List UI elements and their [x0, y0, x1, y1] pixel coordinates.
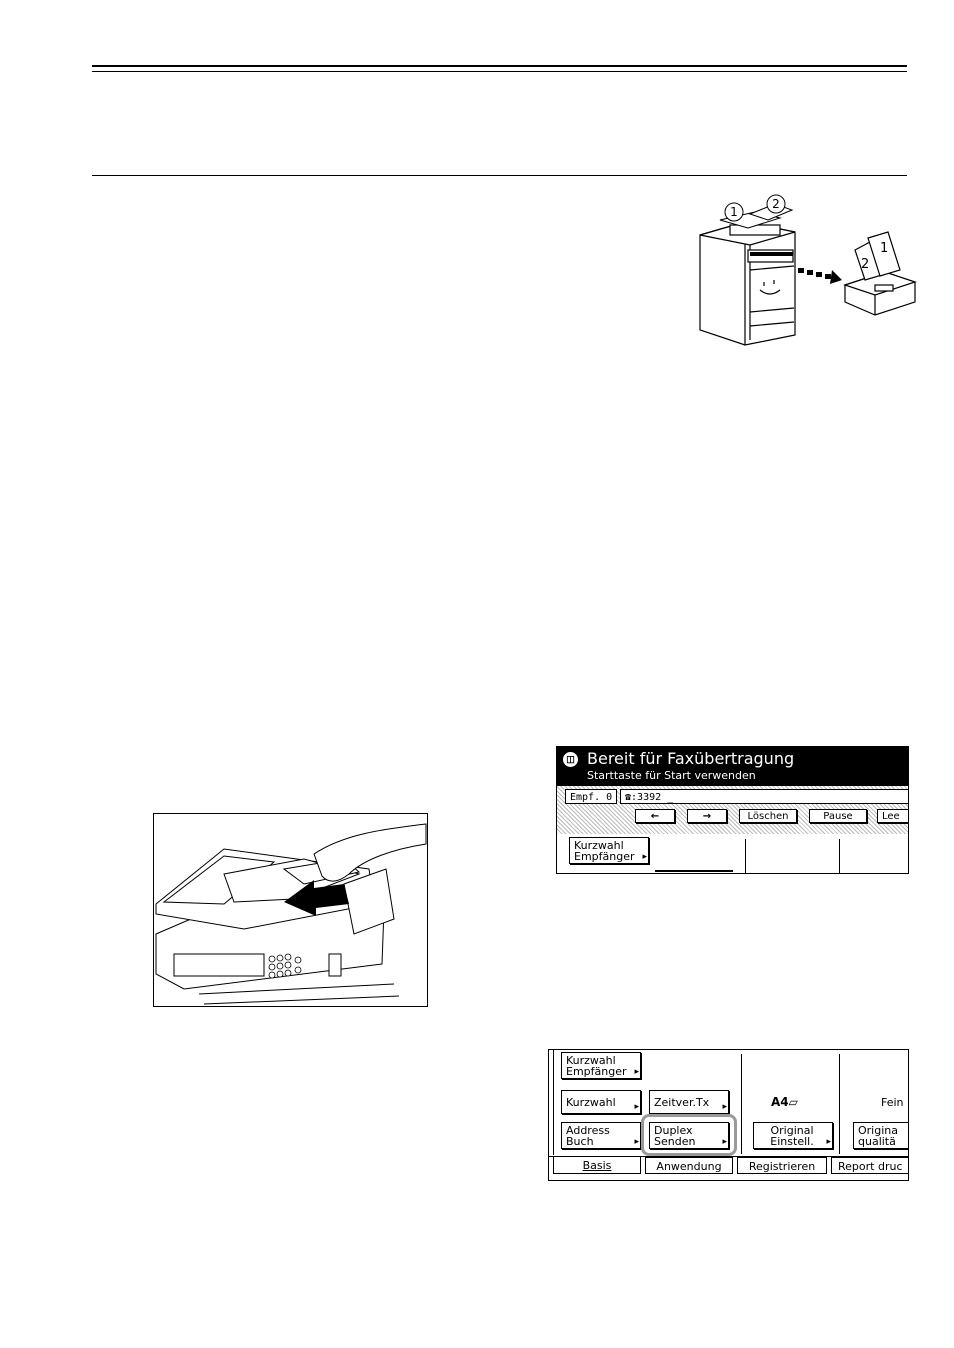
- duplex-highlight-ring: [641, 1114, 737, 1156]
- timer-tx-label: Zeitver.Tx: [654, 1096, 710, 1109]
- quality-line2: qualitä: [858, 1135, 896, 1148]
- tab-basis[interactable]: Basis: [553, 1157, 641, 1174]
- speed-dial-button[interactable]: Kurzwahl ▸: [561, 1090, 641, 1114]
- tab-anwendung[interactable]: Anwendung: [645, 1157, 733, 1174]
- quality-line1: Origina: [858, 1124, 898, 1137]
- chevron-right-icon: ▸: [634, 1067, 639, 1077]
- left-border-line: [553, 1050, 554, 1155]
- screen-header: ◫ Bereit für Faxübertragung Starttaste f…: [557, 747, 908, 786]
- header-rule-second: [92, 71, 907, 72]
- sheet-1-circle-label: 1: [730, 205, 738, 219]
- tab-registrieren-label: Registrieren: [748, 1160, 816, 1173]
- chevron-right-icon: ▸: [826, 1137, 831, 1147]
- cursor-left-button[interactable]: ←: [635, 809, 675, 823]
- fax-number-value: 3392 _: [637, 792, 674, 803]
- fax-ready-screen: ◫ Bereit für Faxübertragung Starttaste f…: [556, 746, 909, 874]
- chevron-right-icon: ▸: [642, 852, 647, 862]
- tab-basis-label: Basis: [582, 1159, 612, 1172]
- timer-tx-button[interactable]: Zeitver.Tx ▸: [649, 1090, 729, 1114]
- fax-basic-screen: Kurzwahl Empfänger ▸ Kurzwahl ▸ Zeitver.…: [548, 1049, 909, 1181]
- fax-number-field[interactable]: ☎:3392 _: [620, 789, 908, 804]
- speed-dial-line1: Kurzwahl: [574, 839, 624, 852]
- paper-size-display: A4▱: [771, 1095, 798, 1109]
- duplex-fax-illustration: 1 2 2 1: [690, 190, 920, 350]
- speed-dial-label: Kurzwahl: [566, 1096, 616, 1109]
- cursor-right-button[interactable]: →: [687, 809, 727, 823]
- speed-dial-recipient-line1: Kurzwahl: [566, 1054, 616, 1067]
- speed-dial-recipient-button[interactable]: Kurzwahl Empfänger ▸: [569, 837, 649, 864]
- address-book-button[interactable]: Address Buch ▸: [561, 1122, 641, 1149]
- input-band: Empf. 0 ☎:3392 _ ← → Löschen Pause Lee: [557, 786, 908, 834]
- original-line1: Original: [770, 1124, 814, 1137]
- chevron-right-icon: ▸: [634, 1102, 639, 1112]
- speed-dial-recipient-button[interactable]: Kurzwahl Empfänger ▸: [561, 1052, 641, 1079]
- chevron-right-icon: ▸: [722, 1102, 727, 1112]
- screen-title: Bereit für Faxübertragung: [587, 749, 795, 768]
- duplex-line1: Duplex: [654, 1124, 693, 1137]
- header-rule-top: [92, 65, 907, 67]
- phone-icon: ☎:: [625, 792, 638, 803]
- original-line2: Einstell.: [770, 1135, 814, 1148]
- fax-sheet-1-label: 1: [880, 241, 888, 256]
- duplex-send-button[interactable]: Duplex Senden ▸: [649, 1122, 729, 1149]
- speed-dial-line2: Empfänger: [574, 850, 635, 863]
- tab-report-label: Report druc: [838, 1160, 903, 1173]
- column-divider: [741, 1054, 742, 1154]
- address-line1: Address: [566, 1124, 610, 1137]
- chevron-right-icon: ▸: [722, 1137, 727, 1147]
- recipient-count-field: Empf. 0: [565, 789, 617, 804]
- duplex-line2: Senden: [654, 1135, 696, 1148]
- speed-dial-recipient-line2: Empfänger: [566, 1065, 627, 1078]
- sheet-2-circle-label: 2: [772, 197, 780, 211]
- column-divider: [839, 1054, 840, 1154]
- original-quality-button[interactable]: Origina qualitä: [853, 1122, 908, 1149]
- header-rule-bottom: [92, 175, 907, 176]
- tab-report[interactable]: Report druc: [831, 1157, 908, 1174]
- column-divider: [839, 839, 840, 873]
- space-button[interactable]: Lee: [877, 809, 908, 823]
- document-feeder-illustration: [153, 813, 428, 1007]
- underline-bar: [655, 870, 733, 872]
- resolution-display: Fein: [881, 1096, 904, 1109]
- delete-button[interactable]: Löschen: [739, 809, 797, 823]
- original-settings-button[interactable]: Original Einstell. ▸: [753, 1122, 833, 1149]
- tab-registrieren[interactable]: Registrieren: [737, 1157, 827, 1174]
- screen-subtitle: Starttaste für Start verwenden: [587, 769, 756, 782]
- column-divider: [745, 839, 746, 873]
- fax-sheet-2-label: 2: [861, 257, 869, 272]
- pause-button[interactable]: Pause: [809, 809, 867, 823]
- tab-anwendung-label: Anwendung: [656, 1160, 722, 1173]
- chevron-right-icon: ▸: [634, 1137, 639, 1147]
- address-line2: Buch: [566, 1135, 594, 1148]
- tab-bar-line: [549, 1156, 908, 1157]
- fax-mode-icon: ◫: [563, 752, 578, 767]
